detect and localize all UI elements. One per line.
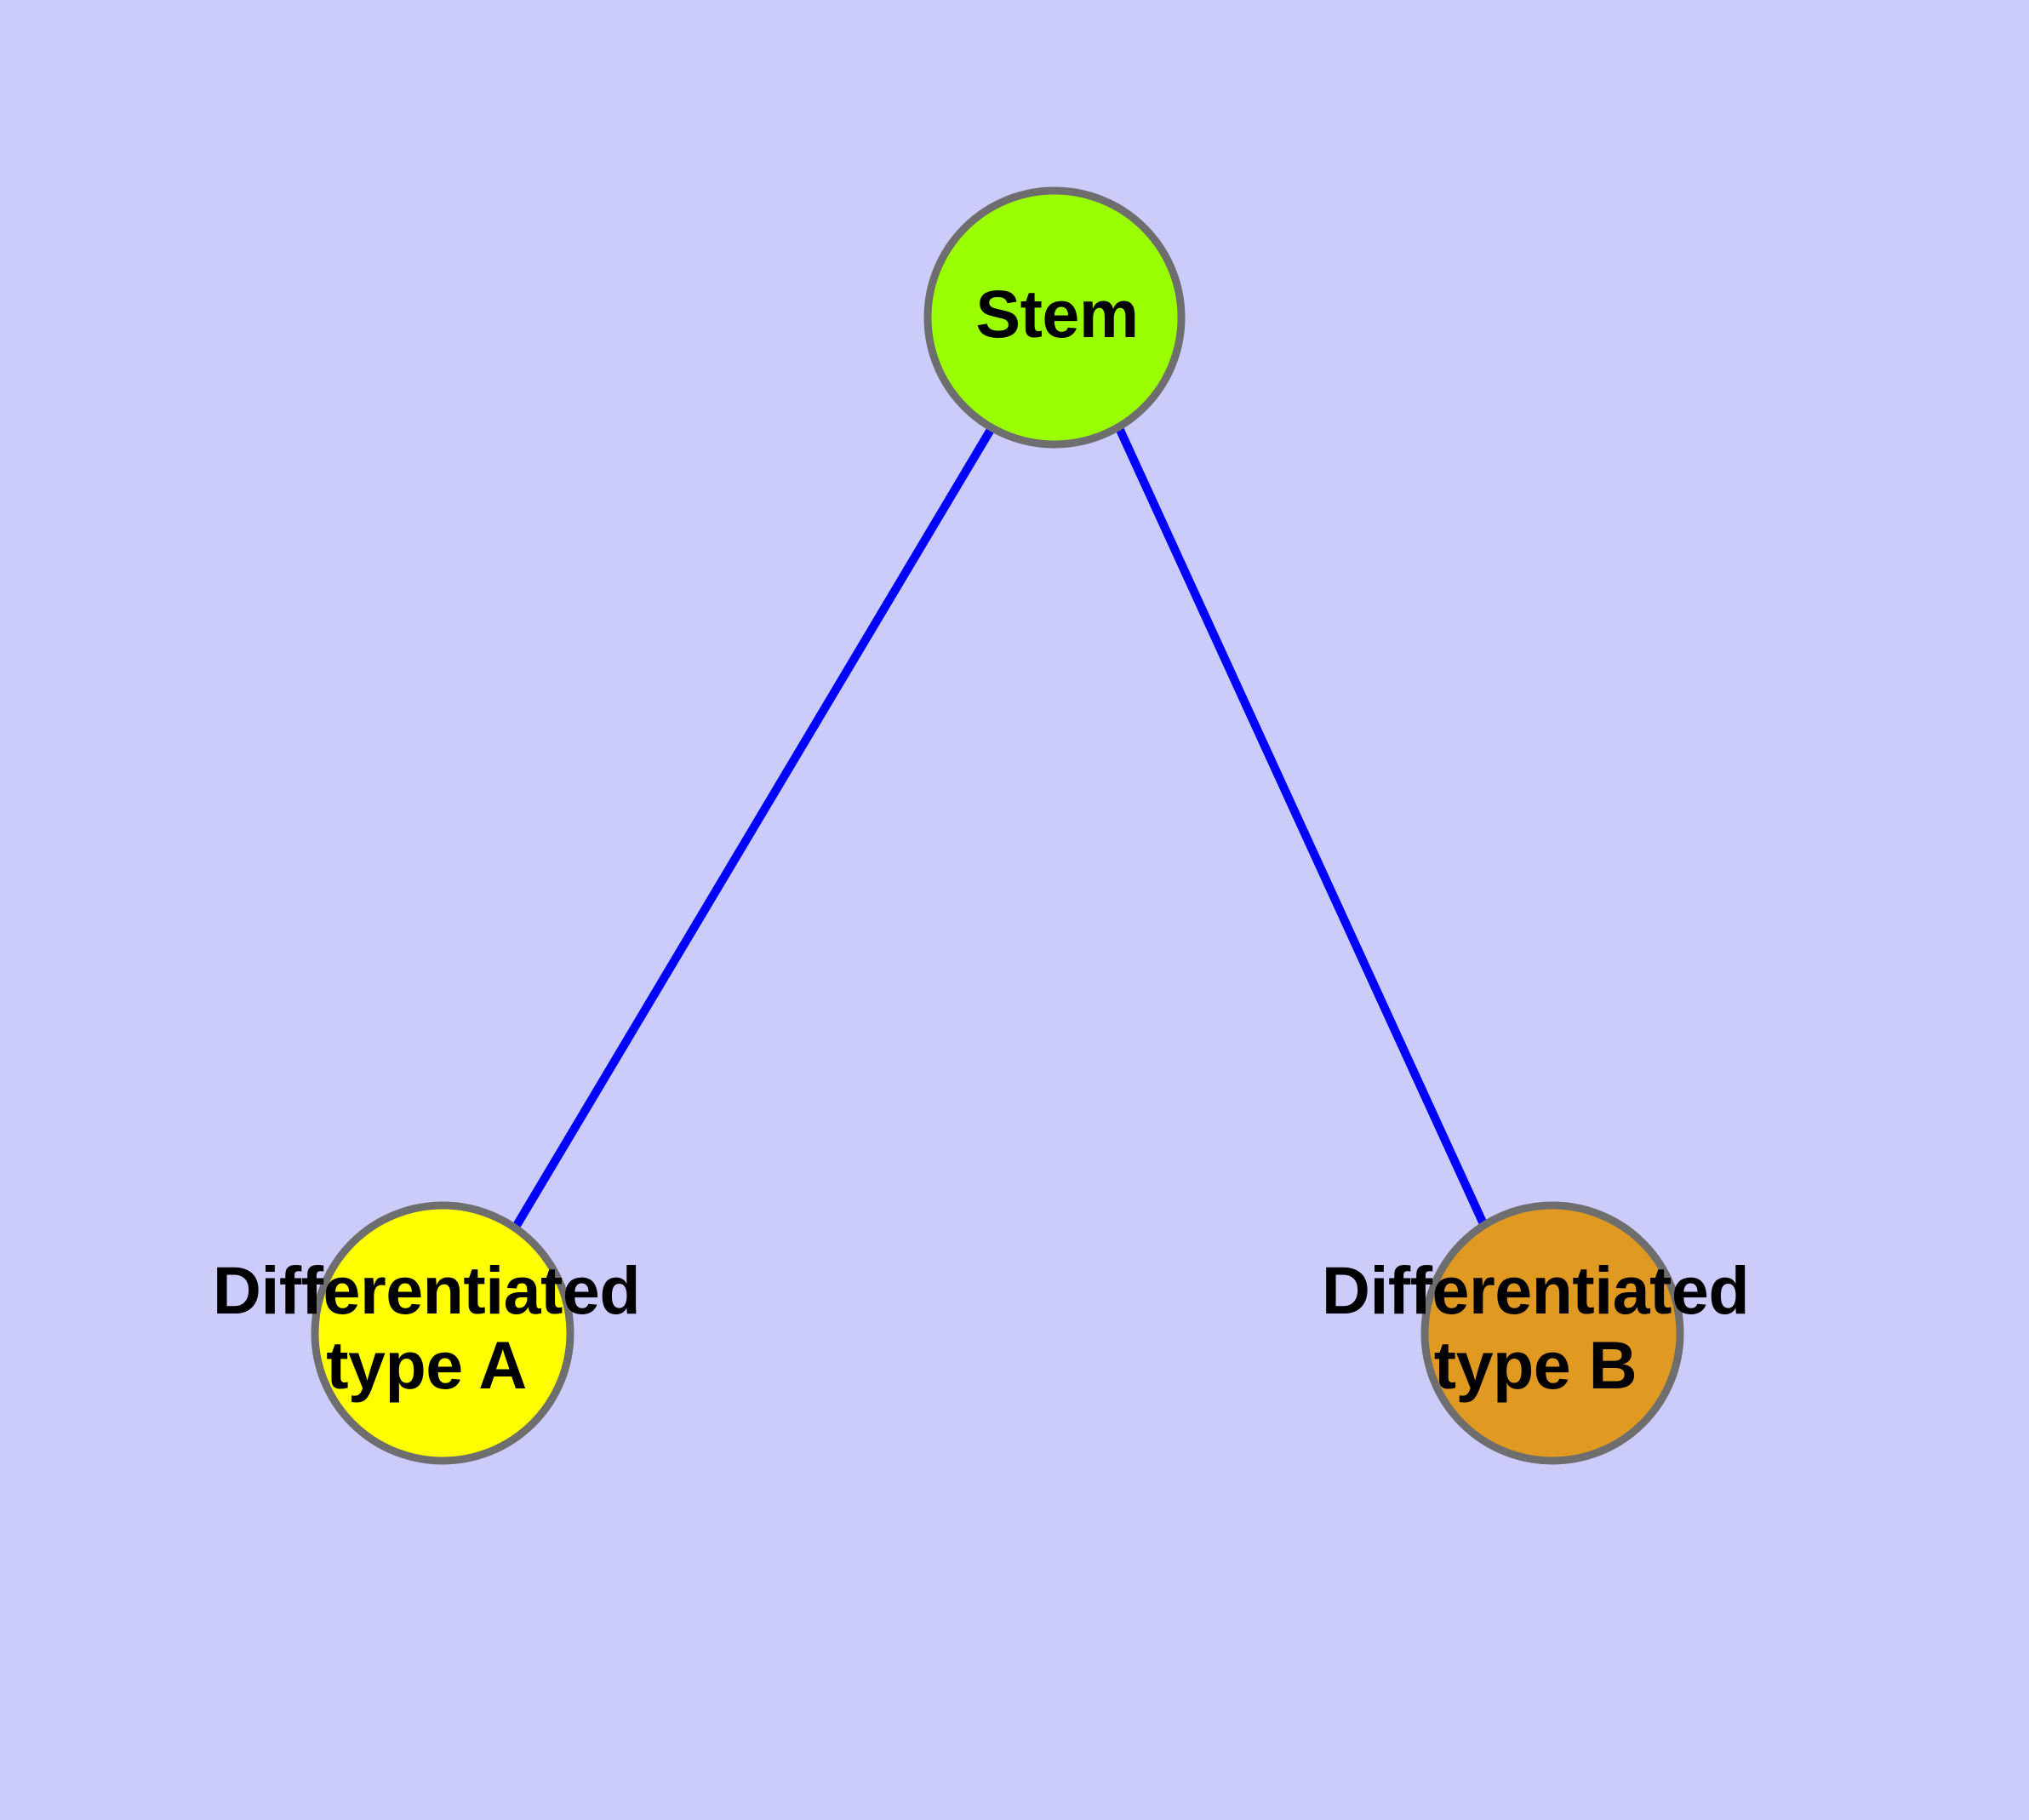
node-stem[interactable] — [923, 186, 1186, 449]
edge-layer — [511, 426, 1489, 1231]
node-differentiated-type-b[interactable] — [1420, 1201, 1684, 1465]
node-differentiated-type-a[interactable] — [311, 1201, 574, 1465]
node-layer — [311, 186, 1684, 1465]
edge-stem-to-diff-a — [511, 426, 996, 1231]
edge-stem-to-diff-b — [1116, 427, 1489, 1228]
